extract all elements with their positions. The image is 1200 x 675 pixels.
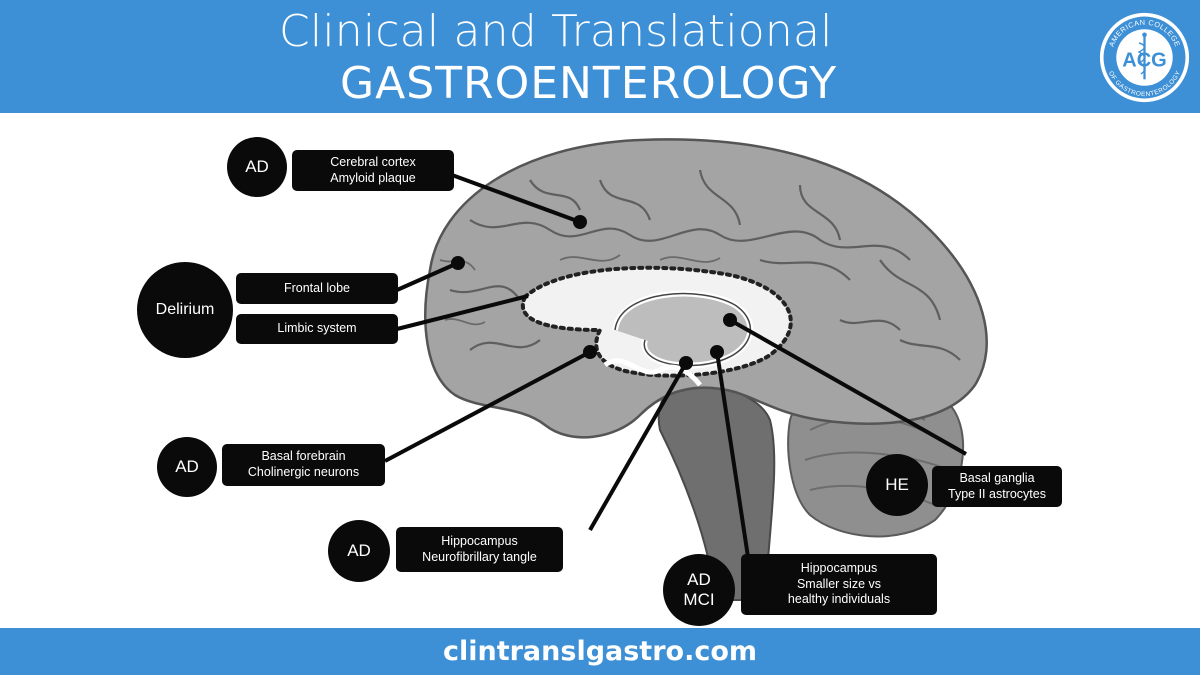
logo-abbrev: ACG (1122, 50, 1166, 72)
label-limbic-system: Limbic system (236, 314, 398, 344)
acg-logo: AMERICAN COLLEGE OF GASTROENTEROLOGY ACG (1099, 12, 1190, 103)
label-hippocampus-size: Hippocampus Smaller size vs healthy indi… (741, 554, 937, 615)
connector-dots (451, 215, 737, 370)
condition-circle-basal-forebrain: AD (157, 437, 217, 497)
journal-footer: clintranslgastro.com (0, 628, 1200, 675)
journal-title-line2: GASTROENTEROLOGY (340, 58, 838, 109)
brain-illustration (384, 138, 988, 601)
label-cerebral-cortex: Cerebral cortex Amyloid plaque (292, 150, 454, 191)
journal-header: Clinical and Translational GASTROENTEROL… (0, 0, 1200, 113)
condition-circle-hippocampus-tangle: AD (328, 520, 390, 582)
label-frontal-lobe: Frontal lobe (236, 273, 398, 304)
connector-lines (384, 173, 967, 558)
label-hippocampus-tangle: Hippocampus Neurofibrillary tangle (396, 527, 563, 572)
label-basal-ganglia: Basal ganglia Type II astrocytes (932, 466, 1062, 507)
condition-circle-hippocampus-size: AD MCI (663, 554, 735, 626)
journal-title-line1: Clinical and Translational (279, 6, 833, 57)
condition-circle-basal-ganglia: HE (866, 454, 928, 516)
label-basal-forebrain: Basal forebrain Cholinergic neurons (222, 444, 385, 486)
caduceus-icon (1137, 32, 1147, 80)
brain-diagram: AD Cerebral cortex Amyloid plaque Deliri… (0, 113, 1200, 628)
limbic-region (521, 265, 793, 387)
condition-circle-delirium: Delirium (137, 262, 233, 358)
condition-circle-cerebral-cortex: AD (227, 137, 287, 197)
journal-website-link[interactable]: clintranslgastro.com (442, 636, 758, 667)
